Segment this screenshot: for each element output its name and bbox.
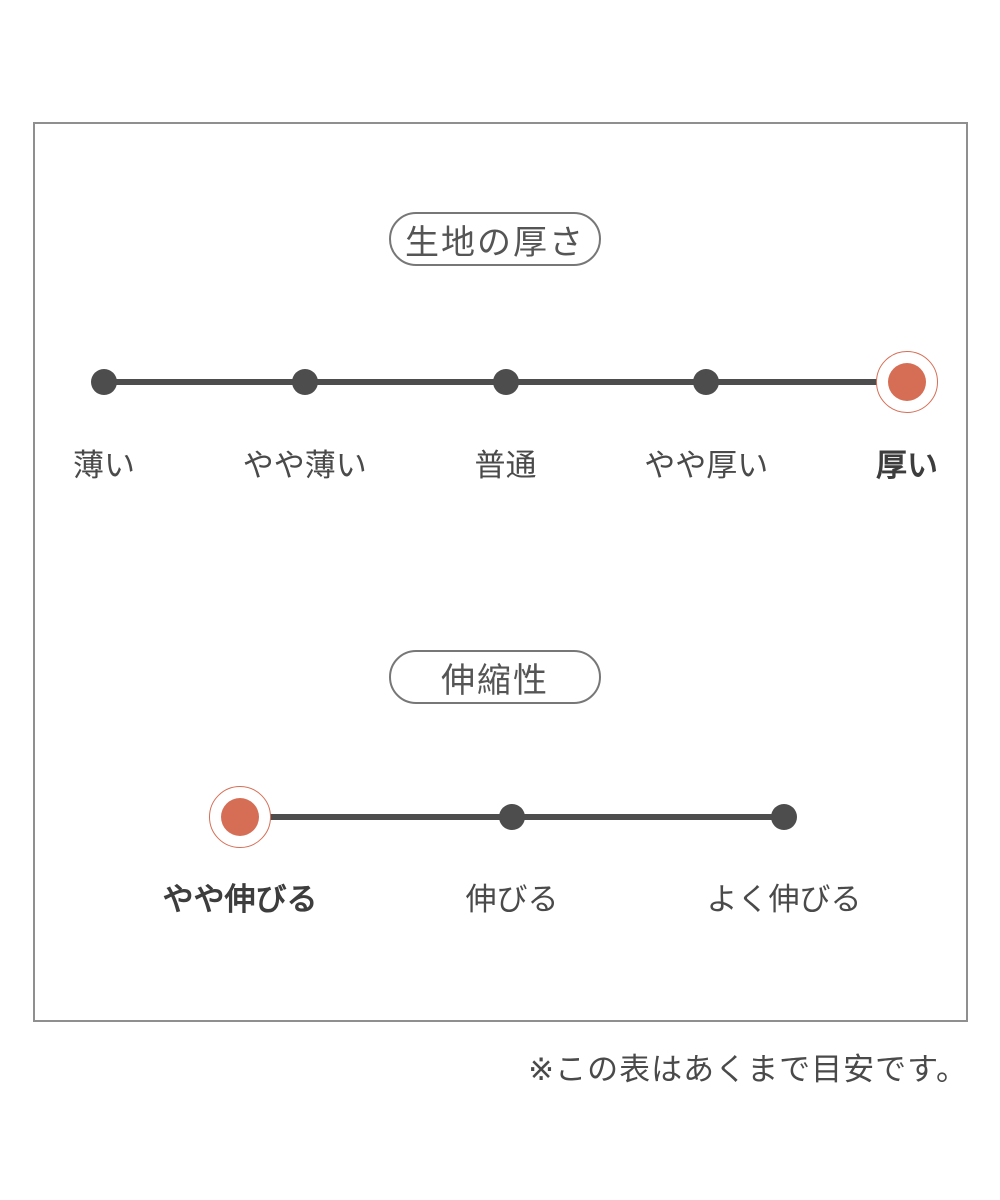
thickness-scale: 生地の厚さ 薄い やや薄い 普通 やや厚い 厚い xyxy=(35,124,966,1020)
scale-item-label: よく伸びる xyxy=(706,882,862,918)
selected-ring xyxy=(876,351,938,413)
scale-item-label: 伸びる xyxy=(465,882,559,918)
thickness-title: 生地の厚さ xyxy=(405,222,585,263)
fabric-info-panel: 生地の厚さ 薄い やや薄い 普通 やや厚い 厚い 伸縮性 やや伸びる 伸びる よく伸びる xyxy=(33,122,968,1022)
scale-dot xyxy=(91,369,117,395)
scale-dot xyxy=(771,804,797,830)
scale-line xyxy=(240,814,784,820)
scale-line xyxy=(104,379,907,385)
stretch-title-pill: 伸縮性 xyxy=(389,650,601,704)
stretch-scale: 伸縮性 やや伸びる 伸びる よく伸びる xyxy=(35,124,966,1020)
scale-item-label: 普通 xyxy=(474,448,537,484)
scale-item-label: やや伸びる xyxy=(162,882,318,918)
scale-dot xyxy=(492,369,519,395)
selected-dot xyxy=(221,798,259,836)
scale-item-label: やや薄い xyxy=(242,448,367,484)
selected-ring xyxy=(209,786,271,848)
scale-dot xyxy=(499,804,525,830)
footnote: ※この表はあくまで目安です。 xyxy=(528,1052,968,1088)
scale-item-label: 厚い xyxy=(876,448,938,484)
scale-item-label: 薄い xyxy=(73,448,135,484)
scale-item-label: やや厚い xyxy=(644,448,769,484)
scale-dot xyxy=(291,369,318,395)
scale-dot xyxy=(693,369,720,395)
selected-dot xyxy=(888,363,926,401)
stretch-title: 伸縮性 xyxy=(441,660,549,701)
thickness-title-pill: 生地の厚さ xyxy=(389,212,601,266)
